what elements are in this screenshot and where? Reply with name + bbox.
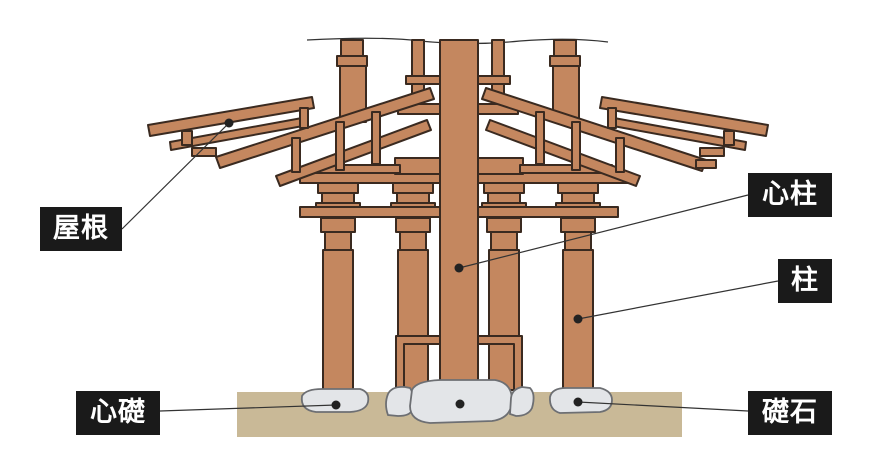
structure: [147, 39, 769, 393]
label-central-pillar: 心柱: [748, 173, 832, 217]
label-foundation-stone: 礎石: [748, 391, 832, 435]
foundation-stone-left: [300, 388, 370, 413]
foundation-stone-center-left: [385, 385, 415, 417]
label-roof: 屋根: [40, 207, 122, 251]
central-pillar: [439, 39, 479, 393]
label-central-foundation-stone: 心礎: [76, 391, 160, 435]
leader-lines: [121, 118, 779, 412]
label-pillar: 柱: [778, 259, 832, 303]
foundation-stone-center-right: [509, 386, 535, 417]
